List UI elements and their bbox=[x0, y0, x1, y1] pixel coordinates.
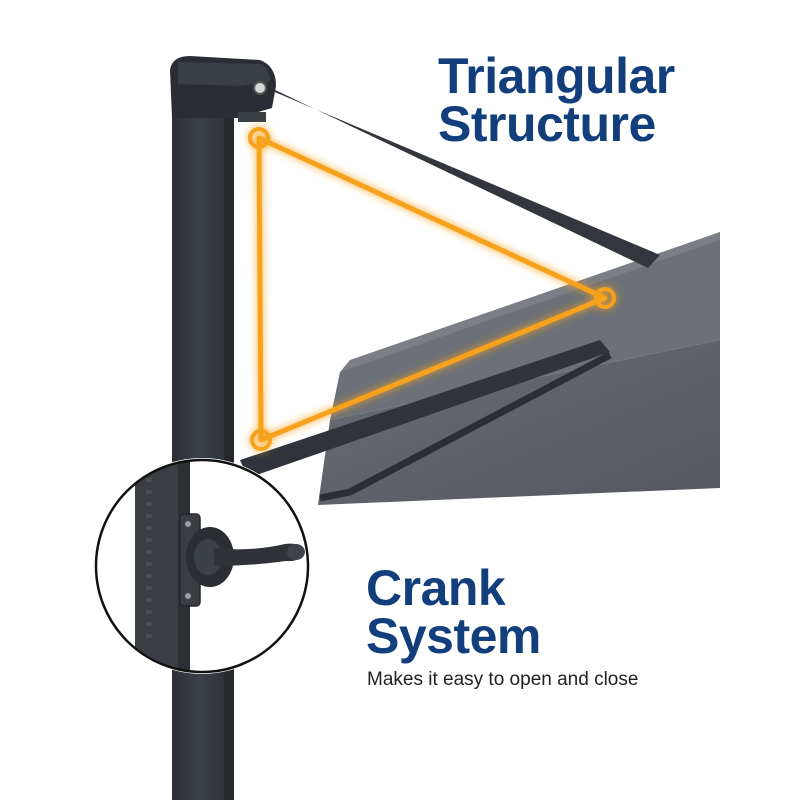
crank-system-heading-line1: Crank bbox=[366, 560, 506, 616]
canopy-rib bbox=[240, 340, 610, 478]
triangular-structure-heading-line2: Structure bbox=[438, 96, 656, 152]
umbrella-pole bbox=[170, 56, 276, 800]
crank-handle-icon bbox=[179, 513, 305, 607]
crank-system-heading-line2: System bbox=[366, 608, 541, 664]
crank-system-heading: Crank System bbox=[366, 560, 541, 664]
crank-system-description: Makes it easy to open and close bbox=[367, 669, 639, 690]
triangular-structure-heading: Triangular Structure bbox=[438, 48, 675, 152]
crank-zoom-inset bbox=[94, 458, 310, 674]
triangular-structure-heading-line1: Triangular bbox=[438, 48, 675, 104]
triangle-highlight bbox=[248, 127, 616, 451]
